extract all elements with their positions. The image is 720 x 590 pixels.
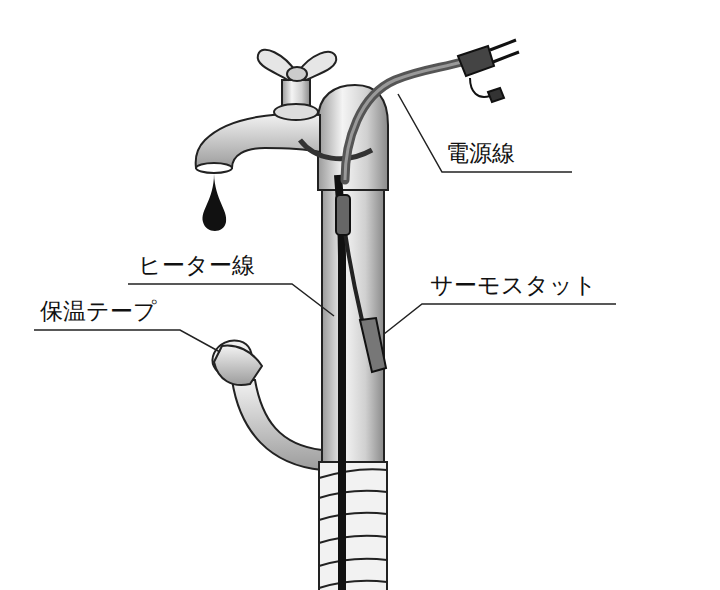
part-label: ヒーター線 (138, 252, 255, 280)
tape-edges (319, 469, 387, 588)
faucet (196, 50, 388, 590)
thermostat (360, 318, 386, 372)
thermostat-sleeve (336, 195, 350, 235)
plug (458, 40, 519, 102)
power-cord-shine (345, 62, 462, 180)
spout-mouth (196, 163, 232, 173)
leader-line (128, 284, 334, 316)
leader-line (34, 330, 220, 352)
water-drop (203, 174, 227, 231)
tape-wrap (319, 462, 387, 590)
power-cord (345, 62, 462, 180)
handle-base (274, 104, 318, 120)
part-label: 電源線 (446, 140, 515, 168)
leader-line (384, 304, 616, 334)
branch-pipe (232, 380, 322, 470)
heater-wire (338, 175, 342, 590)
heater-wire-loop (300, 140, 372, 159)
part-label: サーモスタット (430, 272, 597, 300)
leader-lines (34, 94, 616, 352)
insulation-tape (319, 462, 387, 590)
branch-end (214, 346, 262, 385)
leader-line (398, 94, 572, 172)
handle-cap (287, 67, 307, 81)
part-label: 保温テープ (40, 298, 157, 326)
